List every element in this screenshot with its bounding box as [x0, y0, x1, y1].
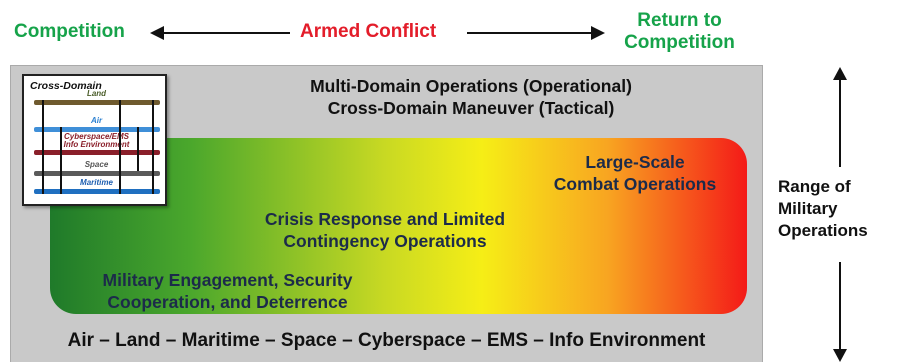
layer-label-info: Info Environment: [63, 140, 130, 149]
large-scale-line-1: Large-Scale: [585, 152, 685, 172]
right-arrowhead: [591, 26, 605, 40]
inset-link-line: [152, 100, 154, 194]
return-line-1: Return to: [637, 10, 722, 31]
layer-label-maritime: Maritime: [80, 178, 113, 187]
competition-label: Competition: [14, 21, 125, 42]
down-arrowhead: [833, 349, 847, 362]
left-arrow: [150, 26, 290, 40]
return-to-competition-label: Return to Competition: [612, 10, 747, 54]
crisis-line-2: Contingency Operations: [283, 231, 487, 251]
range-line-2: Military: [778, 199, 838, 218]
up-arrow: [833, 67, 847, 167]
crisis-response-label: Crisis Response and Limited Contingency …: [205, 208, 565, 252]
up-arrowhead: [833, 67, 847, 80]
inset-link-line: [42, 100, 44, 194]
land-layer: [34, 100, 160, 105]
air-layer: [34, 127, 160, 132]
cross-domain-inset: Cross-Domain Land Air Cyberspace/EMS Inf…: [22, 74, 167, 206]
return-line-2: Competition: [624, 32, 735, 53]
large-scale-combat-label: Large-Scale Combat Operations: [510, 151, 760, 195]
layer-label-air: Air: [90, 116, 103, 125]
crisis-line-1: Crisis Response and Limited: [264, 209, 506, 229]
range-line-1: Range of: [778, 177, 851, 196]
inset-title: Cross-Domain: [30, 80, 102, 92]
multi-domain-operations-title: Multi-Domain Operations (Operational): [310, 76, 632, 96]
range-line-3: Operations: [778, 221, 868, 240]
engagement-line-1: Military Engagement, Security: [102, 270, 353, 290]
layer-label-cyber: Cyberspace/EMS: [64, 132, 129, 141]
left-arrowhead: [150, 26, 164, 40]
armed-conflict-label: Armed Conflict: [300, 21, 437, 42]
engagement-line-2: Cooperation, and Deterrence: [107, 292, 348, 312]
inset-link-line: [60, 127, 62, 194]
layer-label-space: Space: [84, 160, 109, 169]
right-arrow: [467, 26, 605, 40]
inset-link-line: [119, 100, 121, 194]
cross-domain-maneuver-title: Cross-Domain Maneuver (Tactical): [327, 98, 615, 118]
inset-link-line: [137, 127, 139, 171]
space-layer: [34, 171, 160, 176]
large-scale-line-2: Combat Operations: [553, 174, 717, 194]
layer-label-land: Land: [86, 89, 107, 98]
domains-bar: Air – Land – Maritime – Space – Cyberspa…: [67, 330, 706, 351]
military-engagement-label: Military Engagement, Security Cooperatio…: [55, 269, 400, 313]
cyber-info-layer: [34, 150, 160, 155]
range-of-military-operations-label: Range of Military Operations: [778, 176, 910, 242]
maritime-layer: [34, 189, 160, 194]
down-arrow: [833, 262, 847, 362]
